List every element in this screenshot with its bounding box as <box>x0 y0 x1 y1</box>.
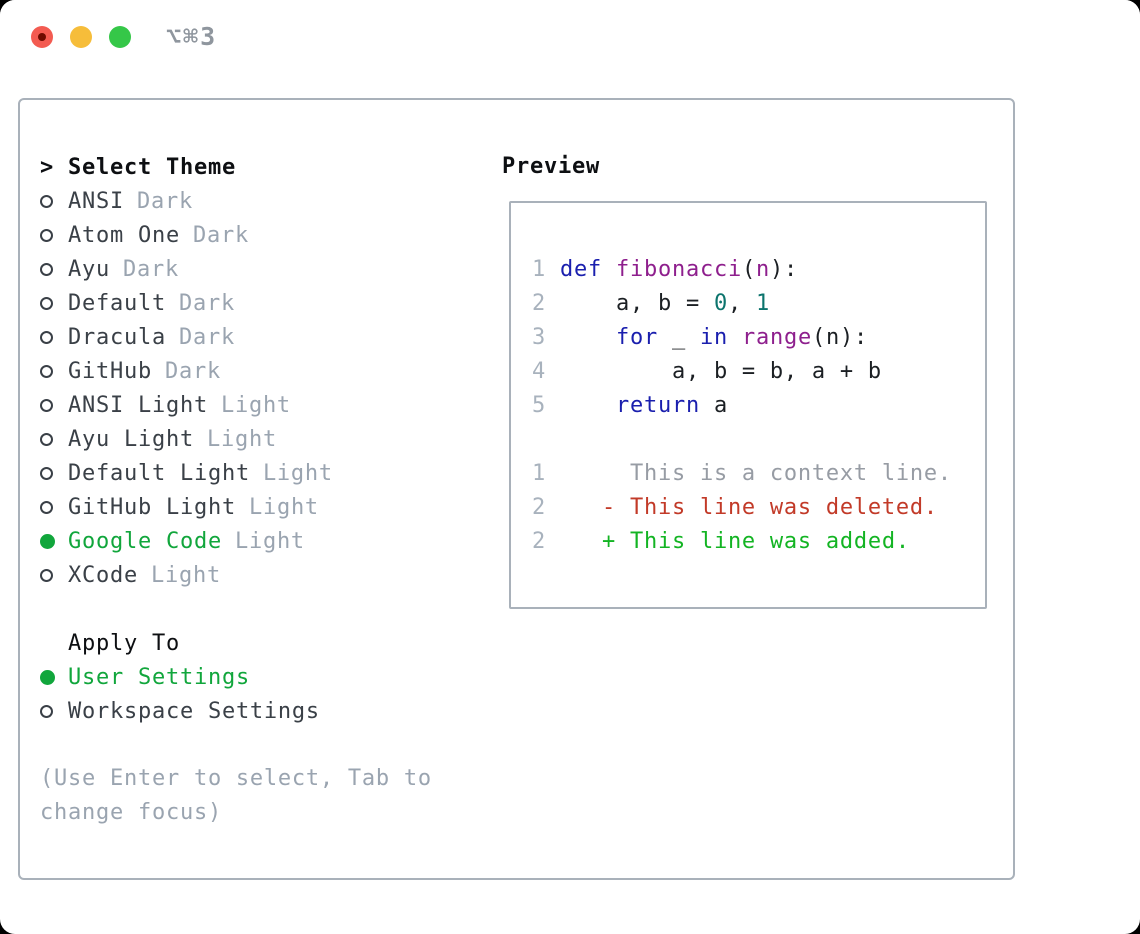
theme-option-ansi-light[interactable]: ANSI Light Light <box>40 388 333 422</box>
preview-code: 1 def fibonacci(n): 2 a, b = 0, 1 3 for _ … <box>532 253 952 559</box>
theme-variant-tag: Light <box>248 494 319 520</box>
radio-icon <box>40 228 53 242</box>
preview-title: Preview <box>502 154 600 179</box>
radio-icon <box>40 398 53 412</box>
diff-line-context: 1 This is a context line. <box>532 461 952 486</box>
theme-variant-tag: Dark <box>178 290 235 316</box>
theme-name-label: Ayu <box>68 256 110 282</box>
theme-name-label: Google Code <box>68 528 222 554</box>
cursor-prompt-icon: > <box>40 154 54 180</box>
theme-option-atom-one[interactable]: Atom One Dark <box>40 218 333 252</box>
theme-name-label: Ayu Light <box>68 426 194 452</box>
theme-option-ayu-light[interactable]: Ayu Light Light <box>40 422 333 456</box>
theme-variant-tag: Light <box>220 392 291 418</box>
line-number: 2 <box>532 291 546 316</box>
radio-icon <box>40 296 53 310</box>
radio-icon <box>40 330 53 344</box>
code-line: 4 a, b = b, a + b <box>532 359 882 384</box>
theme-variant-tag: Light <box>150 562 221 588</box>
zoom-button[interactable] <box>109 26 131 48</box>
theme-name-label: ANSI Light <box>68 392 208 418</box>
blank-line <box>532 423 952 457</box>
theme-name-label: GitHub <box>68 358 152 384</box>
minimize-button[interactable] <box>70 26 92 48</box>
radio-icon <box>40 500 53 514</box>
theme-name-label: Default Light <box>68 460 250 486</box>
radio-selected-icon <box>40 533 55 549</box>
radio-icon <box>40 432 53 446</box>
apply-option-label: User Settings <box>68 664 250 690</box>
theme-variant-tag: Light <box>234 528 305 554</box>
theme-name-label: Dracula <box>68 324 166 350</box>
apply-option-user-settings[interactable]: User Settings <box>40 660 320 694</box>
theme-variant-tag: Dark <box>178 324 235 350</box>
close-dot-icon <box>38 33 46 41</box>
theme-name-label: GitHub Light <box>68 494 236 520</box>
theme-variant-tag: Light <box>262 460 333 486</box>
theme-variant-tag: Light <box>206 426 277 452</box>
diff-line-added: 2 + This line was added. <box>532 529 910 554</box>
radio-icon <box>40 568 53 582</box>
preview-box: 1 def fibonacci(n): 2 a, b = 0, 1 3 for _ … <box>509 201 987 609</box>
radio-selected-icon <box>40 669 55 685</box>
radio-icon <box>40 704 53 718</box>
apply-option-label: Workspace Settings <box>68 698 320 724</box>
radio-icon <box>40 262 53 276</box>
code-line: 5 return a <box>532 393 728 418</box>
theme-name-label: Default <box>68 290 166 316</box>
code-line: 2 a, b = 0, 1 <box>532 291 770 316</box>
window-titlebar: ⌥⌘3 <box>0 0 1140 75</box>
theme-option-ayu[interactable]: Ayu Dark <box>40 252 333 286</box>
line-number: 2 <box>532 529 546 554</box>
code-line: 1 def fibonacci(n): <box>532 257 798 282</box>
theme-list-title: Select Theme <box>68 154 236 180</box>
line-number: 1 <box>532 257 546 282</box>
window-shortcut-label: ⌥⌘3 <box>166 22 218 51</box>
line-number: 3 <box>532 325 546 350</box>
line-number: 2 <box>532 495 546 520</box>
theme-option-google-code[interactable]: Google Code Light <box>40 524 333 558</box>
code-line: 3 for _ in range(n): <box>532 325 868 350</box>
theme-option-ansi[interactable]: ANSI Dark <box>40 184 333 218</box>
theme-name-label: ANSI <box>68 188 124 214</box>
close-button[interactable] <box>31 26 53 48</box>
theme-variant-tag: Dark <box>192 222 249 248</box>
theme-option-default-light[interactable]: Default Light Light <box>40 456 333 490</box>
line-number: 1 <box>532 461 546 486</box>
radio-icon <box>40 364 53 378</box>
theme-variant-tag: Dark <box>164 358 221 384</box>
theme-name-label: XCode <box>68 562 138 588</box>
theme-option-default[interactable]: Default Dark <box>40 286 333 320</box>
theme-option-xcode[interactable]: XCode Light <box>40 558 333 592</box>
theme-list-title-row: > Select Theme <box>40 150 333 184</box>
diff-line-deleted: 2 - This line was deleted. <box>532 495 938 520</box>
radio-icon <box>40 466 53 480</box>
theme-option-github-light[interactable]: GitHub Light Light <box>40 490 333 524</box>
help-text: (Use Enter to select, Tab to change focu… <box>40 766 432 825</box>
theme-option-github[interactable]: GitHub Dark <box>40 354 333 388</box>
apply-to-title-row: Apply To <box>40 626 320 660</box>
theme-option-dracula[interactable]: Dracula Dark <box>40 320 333 354</box>
theme-variant-tag: Dark <box>123 256 179 282</box>
apply-option-workspace-settings[interactable]: Workspace Settings <box>40 694 320 728</box>
radio-icon <box>40 194 53 208</box>
theme-name-label: Atom One <box>68 222 180 248</box>
theme-variant-tag: Dark <box>136 188 193 214</box>
line-number: 5 <box>532 393 546 418</box>
line-number: 4 <box>532 359 546 384</box>
apply-to-title: Apply To <box>68 630 180 656</box>
